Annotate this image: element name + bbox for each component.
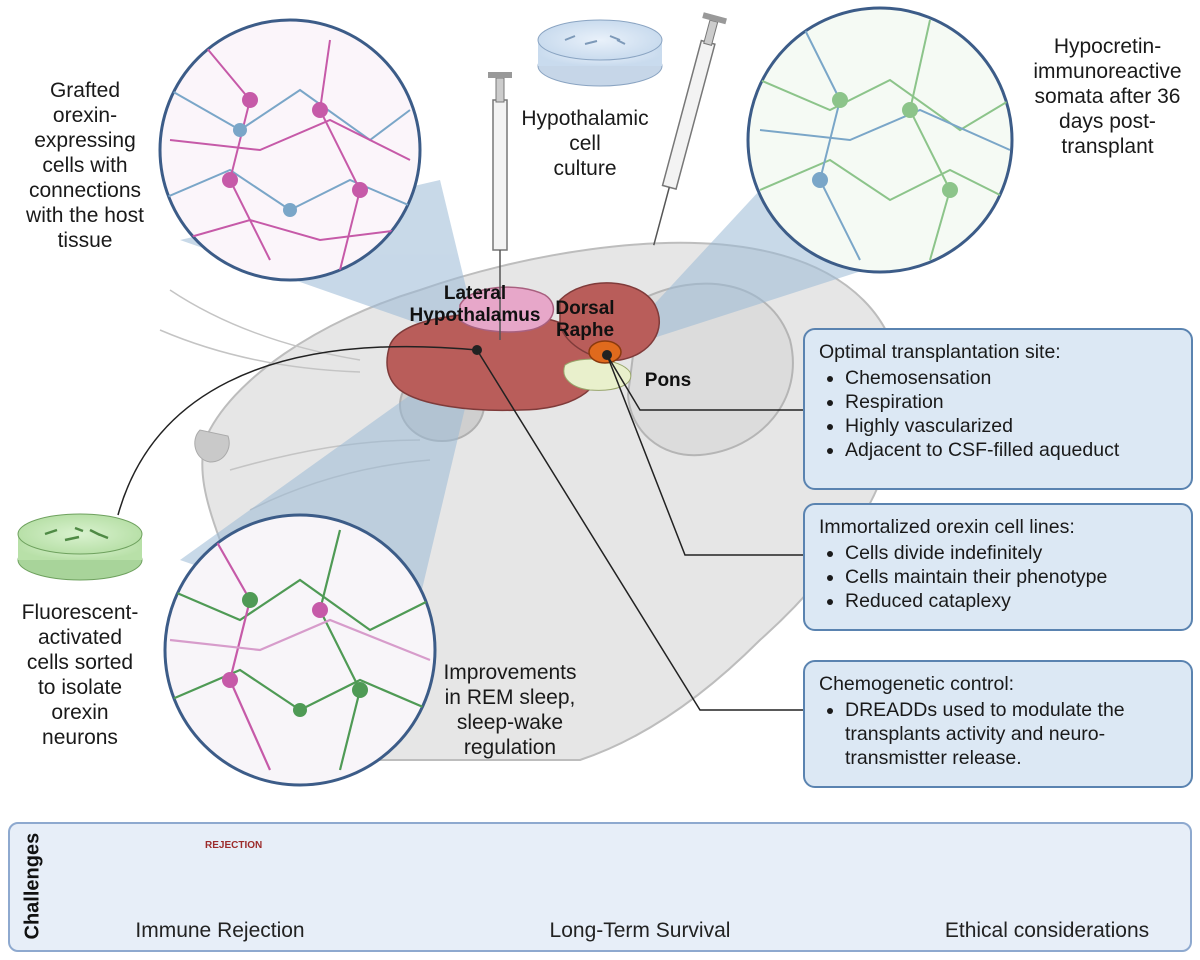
- grafted-line-4: cells with: [42, 154, 128, 177]
- list-item: Reduced cataplexy: [845, 589, 1177, 613]
- facs-line-2: activated: [37, 626, 123, 649]
- culture-line-1: Hypothalamic: [521, 107, 649, 130]
- list-item: Cells divide indefinitely: [845, 541, 1177, 565]
- grafted-line-3: expressing: [34, 129, 136, 152]
- hypothalamic-culture-dish-icon: [537, 19, 663, 87]
- dorsal-raphe-label: Dorsal Raphe: [535, 298, 635, 342]
- hypocretin-line-3: somata after 36: [1034, 85, 1181, 108]
- improvements-line-2: in REM sleep,: [444, 686, 576, 709]
- rejection-tag: REJECTION: [205, 840, 263, 851]
- lh-line-1: Lateral: [443, 283, 507, 304]
- hypothalamic-culture-label: Hypothalamic cell culture: [505, 106, 665, 181]
- cell-lines-title: Immortalized orexin cell lines:: [819, 516, 1075, 538]
- challenges-title: Challenges: [21, 832, 44, 940]
- hypocretin-line-1: Hypocretin-: [1053, 35, 1162, 58]
- chemogenetic-title: Chemogenetic control:: [819, 673, 1015, 695]
- facs-line-3: cells sorted: [26, 651, 134, 674]
- immune-rejection-label: Immune Rejection: [135, 919, 305, 942]
- grafted-line-5: connections: [28, 179, 142, 202]
- improvements-line-4: regulation: [463, 736, 557, 759]
- lh-line-2: Hypothalamus: [409, 305, 541, 326]
- grafted-neurons-circle: [158, 18, 422, 282]
- brain: [386, 282, 660, 412]
- facs-label: Fluorescent- activated cells sorted to i…: [0, 600, 160, 750]
- improvement-neurons-circle: [163, 513, 437, 787]
- transplant-site-list: Chemosensation Respiration Highly vascul…: [819, 366, 1177, 462]
- ethical-considerations-label: Ethical considerations: [944, 919, 1150, 942]
- cell-lines-box: Immortalized orexin cell lines: Cells di…: [803, 503, 1193, 631]
- transplant-site-box: Optimal transplantation site: Chemosensa…: [803, 328, 1193, 490]
- facs-line-6: neurons: [42, 726, 118, 749]
- facs-line-5: orexin: [51, 701, 109, 724]
- chemogenetic-box: Chemogenetic control: DREADDs used to mo…: [803, 660, 1193, 788]
- culture-line-2: cell: [569, 132, 601, 155]
- facs-line-1: Fluorescent-: [21, 601, 139, 624]
- grafted-line-2: orexin-: [52, 104, 118, 127]
- list-item: Chemosensation: [845, 366, 1177, 390]
- dr-line-2: Raphe: [555, 320, 615, 341]
- lateral-hypothalamus-label: Lateral Hypothalamus: [380, 283, 570, 327]
- list-item: DREADDs used to modulate the transplants…: [845, 698, 1177, 770]
- syringe-right-icon: [653, 12, 727, 246]
- cell-lines-list: Cells divide indefinitely Cells maintain…: [819, 541, 1177, 613]
- syringe-left-icon: [488, 72, 512, 340]
- facs-dish-icon: [17, 513, 143, 581]
- long-term-survival-label: Long-Term Survival: [549, 919, 731, 942]
- improvements-line-1: Improvements: [443, 661, 577, 684]
- hypocretin-line-5: transplant: [1061, 135, 1154, 158]
- grafted-line-7: tissue: [57, 229, 113, 252]
- grafted-line-6: with the host: [26, 204, 144, 227]
- hypocretin-neurons-circle: [746, 6, 1014, 274]
- dr-line-1: Dorsal: [555, 298, 615, 319]
- list-item: Cells maintain their phenotype: [845, 565, 1177, 589]
- improvements-line-3: sleep-wake: [456, 711, 564, 734]
- list-item: Respiration: [845, 390, 1177, 414]
- chemogenetic-list: DREADDs used to modulate the transplants…: [819, 698, 1177, 770]
- hypocretin-label: Hypocretin- immunoreactive somata after …: [1015, 34, 1200, 159]
- improvements-label: Improvements in REM sleep, sleep-wake re…: [420, 660, 600, 760]
- hypocretin-line-2: immunoreactive: [1033, 60, 1182, 83]
- pons-label: Pons: [644, 370, 692, 391]
- grafted-cells-label: Grafted orexin- expressing cells with co…: [0, 78, 170, 253]
- challenges-panel: Challenges REJECTION Immune Rejection Lo…: [8, 822, 1192, 952]
- list-item: Adjacent to CSF-filled aqueduct: [845, 438, 1177, 462]
- transplant-site-title: Optimal transplantation site:: [819, 341, 1061, 363]
- hypocretin-line-4: days post-: [1059, 110, 1156, 133]
- list-item: Highly vascularized: [845, 414, 1177, 438]
- grafted-line-1: Grafted: [49, 79, 121, 102]
- facs-line-4: to isolate: [37, 676, 123, 699]
- culture-line-3: culture: [553, 157, 617, 180]
- leader-lines: [117, 345, 805, 711]
